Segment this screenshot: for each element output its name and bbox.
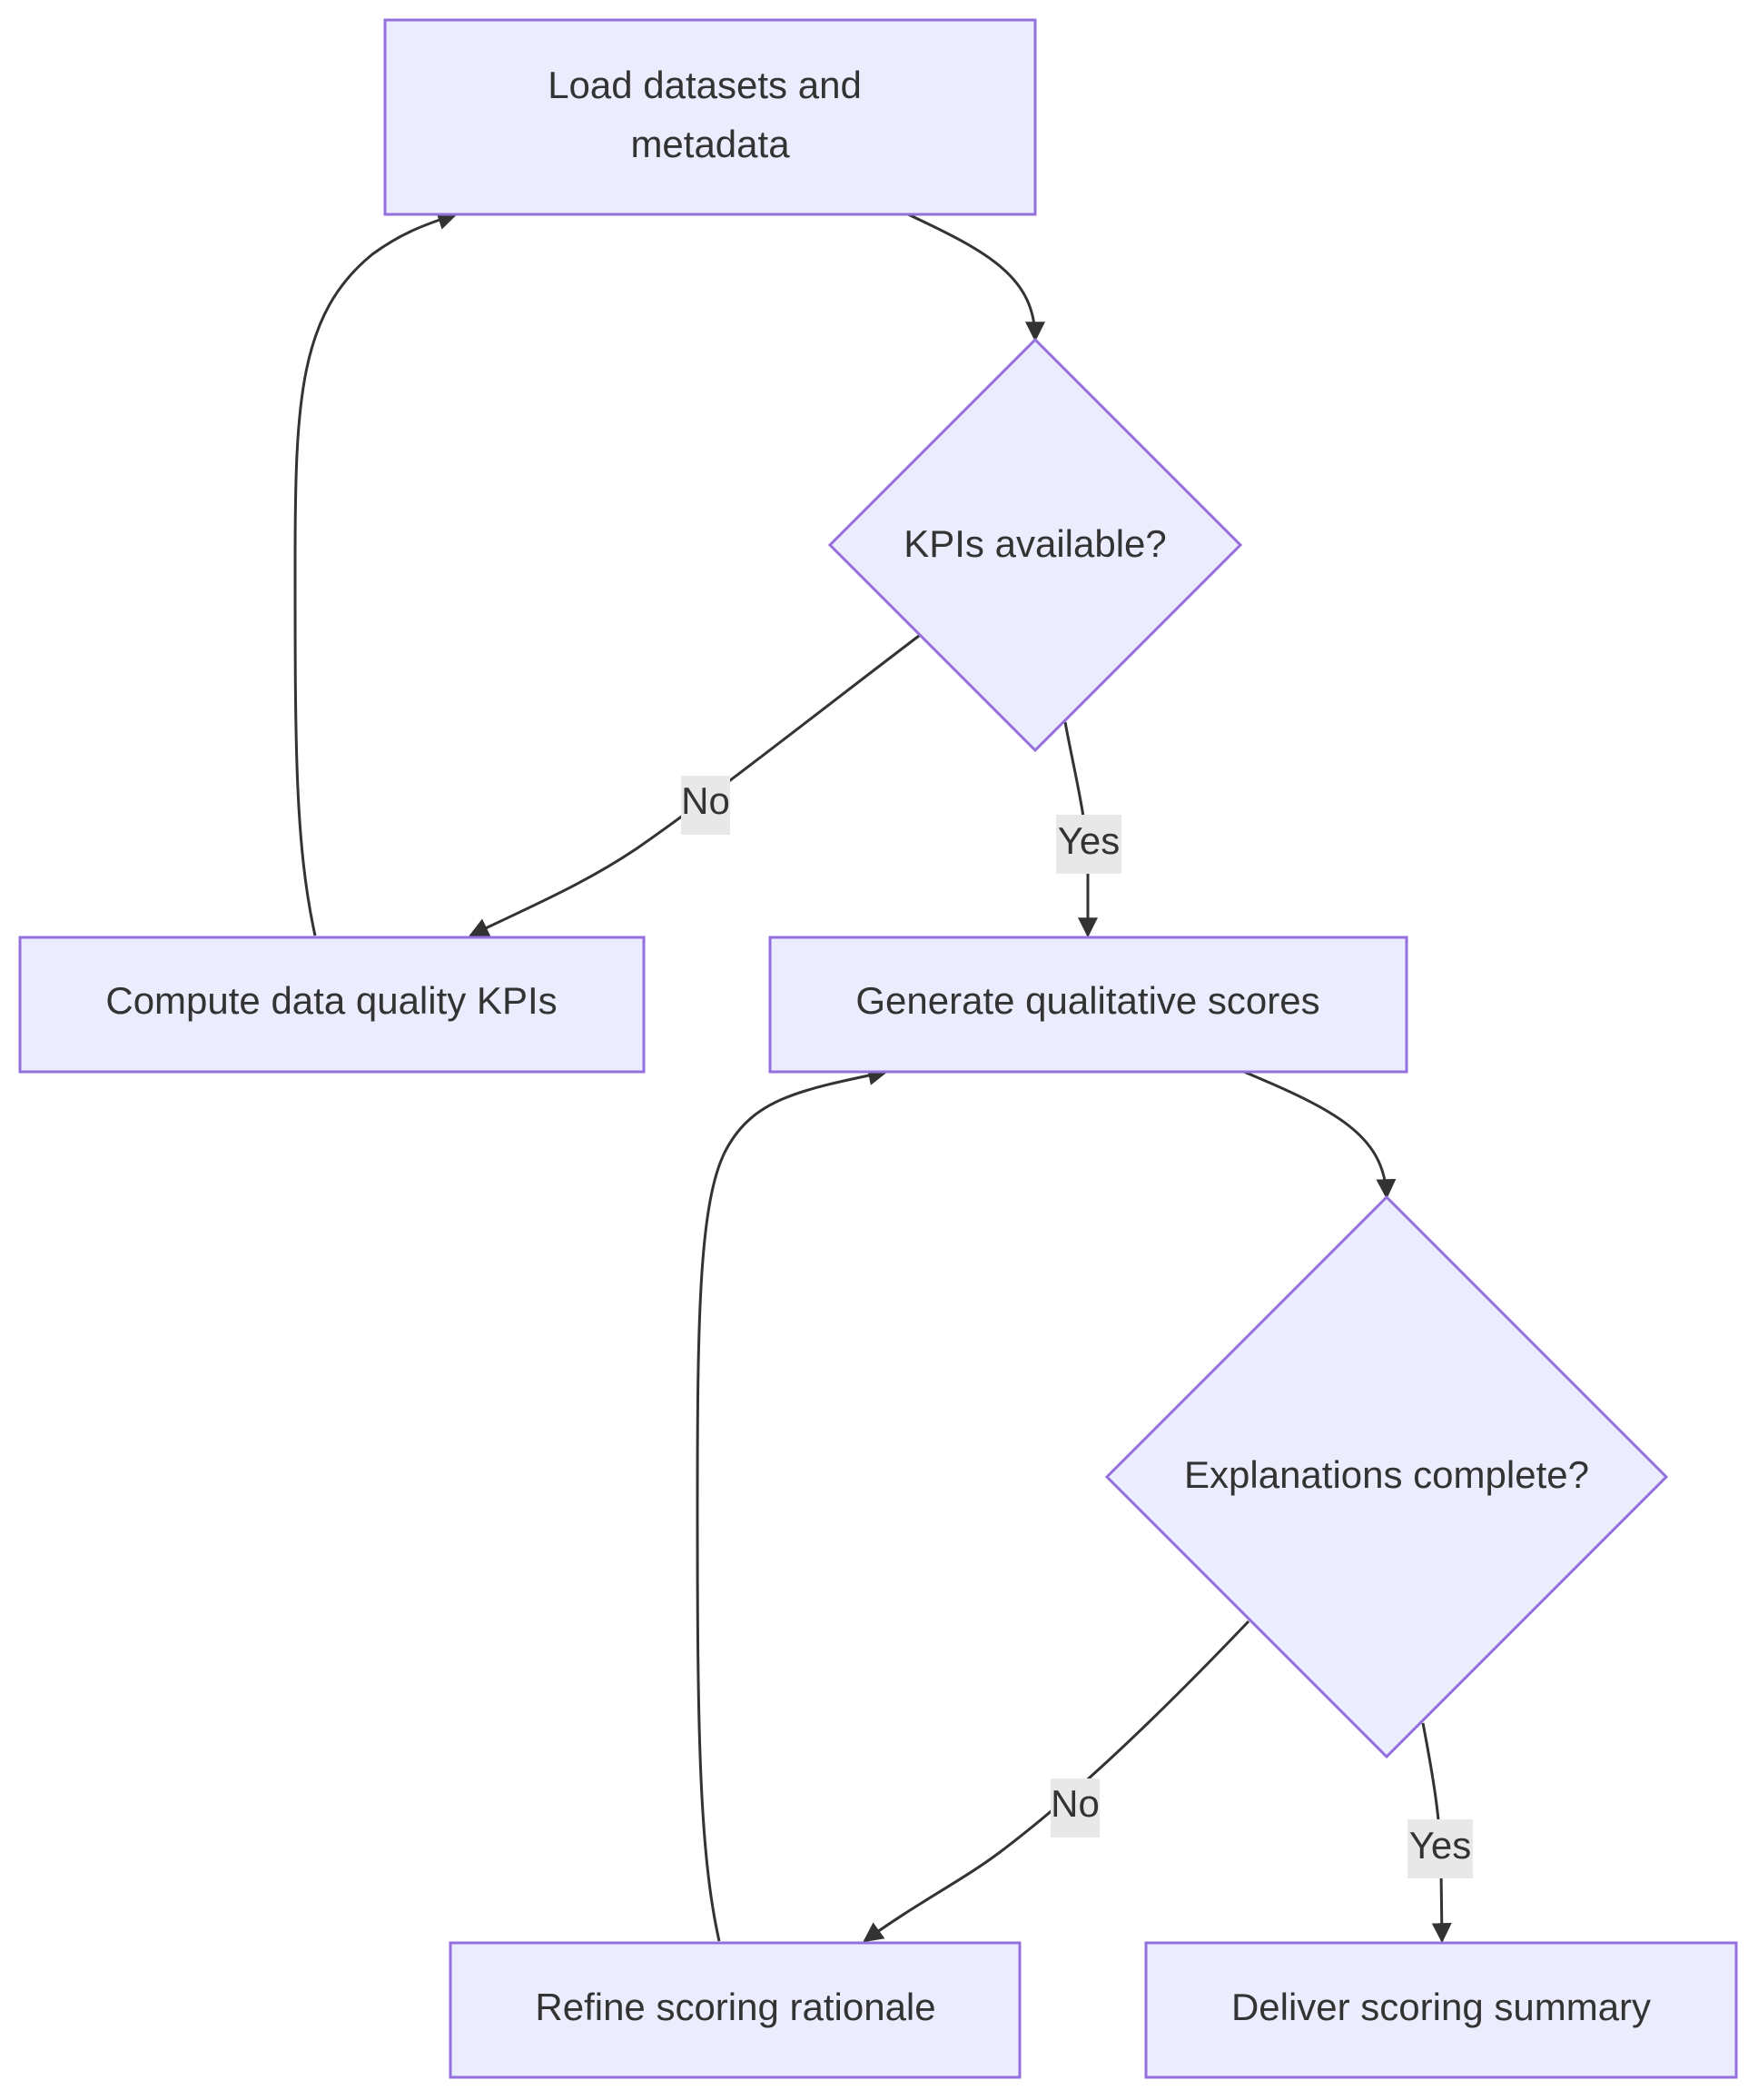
node-refine-rationale-label: Refine scoring rationale — [535, 1986, 935, 2028]
edge-label-expl-yes-bg — [1407, 1819, 1473, 1878]
node-refine-rationale-box — [449, 1941, 1022, 2079]
node-explanations-complete[interactable]: Explanations complete? — [1104, 1194, 1669, 1759]
node-refine-rationale[interactable]: Refine scoring rationale — [449, 1941, 1022, 2079]
edge-label-kpis-no-bg — [681, 776, 730, 835]
edge-label-kpis-yes: Yes — [1056, 815, 1121, 874]
node-compute-kpis-box — [18, 936, 646, 1074]
edges — [293, 210, 1452, 1944]
edge-load-to-kpis — [907, 213, 1045, 342]
edge-label-kpis-yes-bg — [1056, 815, 1121, 874]
node-deliver-summary-box — [1144, 1941, 1738, 2079]
edge-label-kpis-no-text: No — [681, 779, 730, 822]
node-deliver-summary[interactable]: Deliver scoring summary — [1144, 1941, 1738, 2079]
node-generate-scores-box — [768, 936, 1408, 1074]
node-generate-scores[interactable]: Generate qualitative scores — [768, 936, 1408, 1074]
node-explanations-complete-diamond — [1104, 1194, 1669, 1759]
node-explanations-complete-label: Explanations complete? — [1184, 1453, 1589, 1496]
edge-label-expl-yes: Yes — [1407, 1819, 1473, 1878]
edge-label-kpis-yes-text: Yes — [1058, 819, 1121, 862]
edge-label-expl-no: No — [1051, 1778, 1100, 1838]
edge-label-expl-no-bg — [1051, 1778, 1100, 1838]
node-load-datasets-label-line2: metadata — [630, 123, 790, 165]
edge-kpis-no-to-compute — [469, 634, 920, 937]
edge-explanations-no-to-refine — [863, 1620, 1250, 1943]
node-kpis-available-diamond — [827, 337, 1243, 753]
node-compute-kpis-label: Compute data quality KPIs — [105, 979, 557, 1022]
edge-refine-to-generate — [696, 1065, 889, 1942]
edge-label-expl-yes-text: Yes — [1409, 1824, 1472, 1867]
node-load-datasets[interactable]: Load datasets and metadata — [383, 18, 1037, 216]
node-load-datasets-box — [383, 18, 1037, 216]
edge-generate-to-explanations — [1243, 1070, 1397, 1200]
node-deliver-summary-label: Deliver scoring summary — [1231, 1986, 1651, 2028]
node-load-datasets-label-line1: Load datasets and — [548, 64, 862, 106]
node-kpis-available[interactable]: KPIs available? — [827, 337, 1243, 753]
edge-label-expl-no-text: No — [1051, 1782, 1100, 1825]
node-kpis-available-label: KPIs available? — [904, 522, 1167, 565]
edge-label-kpis-no: No — [681, 776, 730, 835]
node-compute-kpis[interactable]: Compute data quality KPIs — [18, 936, 646, 1074]
edge-compute-to-load — [293, 210, 459, 936]
node-generate-scores-label: Generate qualitative scores — [855, 979, 1319, 1022]
